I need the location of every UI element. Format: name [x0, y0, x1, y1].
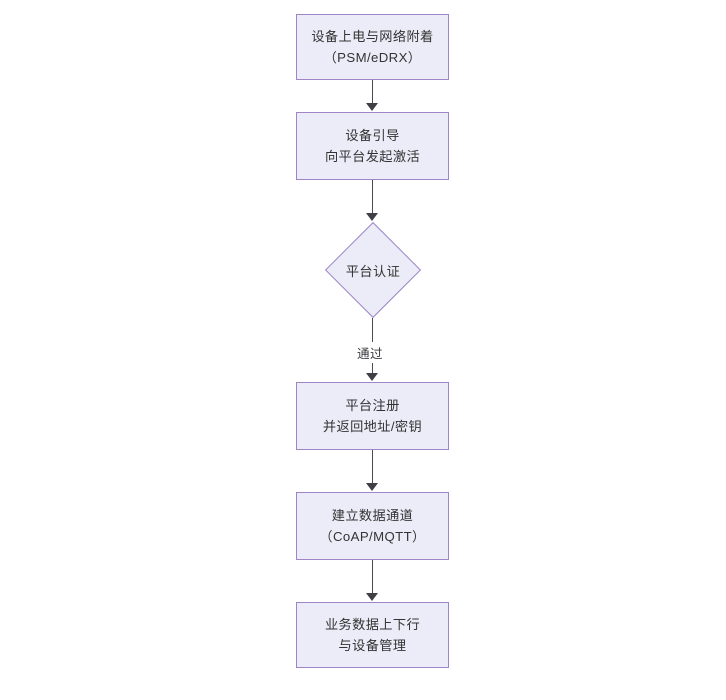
arrowhead-auth	[366, 213, 378, 221]
connector-channel-to-business	[372, 560, 374, 596]
node-platform-registration[interactable]: 平台注册 并返回地址/密钥	[296, 382, 449, 450]
connector-register-to-channel	[372, 450, 374, 486]
arrowhead-bootstrap	[366, 103, 378, 111]
node-platform-authentication-label: 平台认证	[345, 263, 401, 279]
node-business-data-line2: 与设备管理	[338, 638, 407, 653]
connector-power-on-to-bootstrap	[372, 80, 374, 106]
edge-label-pass: 通过	[354, 342, 386, 363]
arrowhead-business	[366, 593, 378, 601]
node-device-power-on-line1: 设备上电与网络附着	[311, 28, 434, 44]
node-device-power-on[interactable]: 设备上电与网络附着 （PSM/eDRX）	[296, 14, 449, 80]
node-device-bootstrap-line1: 设备引导	[345, 127, 400, 143]
arrowhead-channel	[366, 483, 378, 491]
node-platform-authentication[interactable]: 平台认证	[324, 221, 422, 319]
node-business-data-line1: 业务数据上下行	[324, 616, 421, 632]
node-platform-registration-line1: 平台注册	[345, 397, 400, 413]
node-business-data-and-device-management[interactable]: 业务数据上下行 与设备管理	[296, 602, 449, 668]
node-device-bootstrap[interactable]: 设备引导 向平台发起激活	[296, 112, 449, 180]
node-establish-data-channel-line1: 建立数据通道	[331, 507, 414, 523]
node-establish-data-channel[interactable]: 建立数据通道 （CoAP/MQTT）	[296, 492, 449, 560]
node-platform-registration-line2: 并返回地址/密钥	[322, 419, 423, 434]
node-device-bootstrap-line2: 向平台发起激活	[324, 149, 421, 164]
node-establish-data-channel-line2: （CoAP/MQTT）	[319, 529, 426, 544]
node-device-power-on-line2: （PSM/eDRX）	[323, 50, 422, 65]
arrowhead-register	[366, 373, 378, 381]
connector-bootstrap-to-auth	[372, 180, 374, 216]
